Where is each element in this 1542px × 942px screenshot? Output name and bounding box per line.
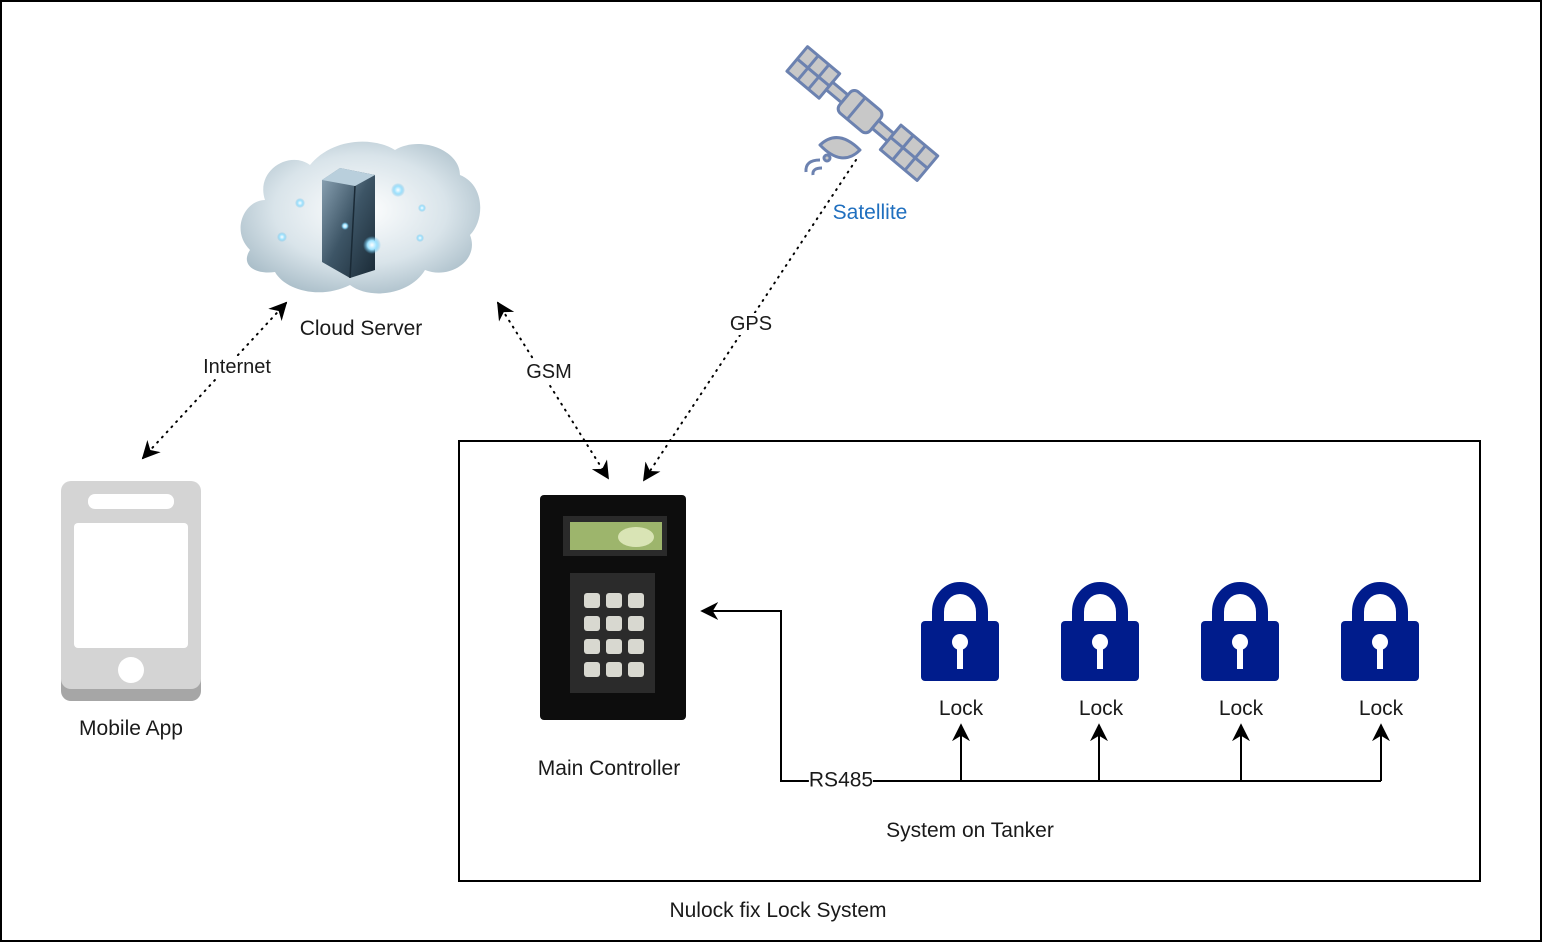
keypad-key xyxy=(628,616,644,631)
cloud-server-label: Cloud Server xyxy=(299,317,423,340)
keypad-controller-icon[interactable] xyxy=(540,495,686,720)
padlock-icon[interactable] xyxy=(921,582,999,681)
keypad-key xyxy=(584,616,600,631)
keypad-key xyxy=(628,662,644,677)
cloud-server-icon[interactable] xyxy=(240,141,481,294)
tanker-container[interactable] xyxy=(458,440,1481,882)
keypad-key xyxy=(606,662,622,677)
keypad-key xyxy=(584,593,600,608)
edge-label-gsm: GSM xyxy=(526,361,572,383)
edge-gps[interactable] xyxy=(643,159,857,482)
diagram-title: Nulock fix Lock System xyxy=(669,899,887,922)
lock-label: Lock xyxy=(1218,697,1264,720)
main-controller-label: Main Controller xyxy=(537,757,681,780)
edge-internet[interactable] xyxy=(141,301,288,460)
smartphone-icon[interactable] xyxy=(61,481,201,701)
lock-label: Lock xyxy=(1078,697,1124,720)
lock-label: Lock xyxy=(1358,697,1404,720)
keypad-key xyxy=(606,593,622,608)
mobile-app-label: Mobile App xyxy=(79,717,183,740)
keypad-key xyxy=(606,639,622,654)
edge-rs485-bus[interactable] xyxy=(700,602,1390,782)
keypad-key xyxy=(606,616,622,631)
padlock-icon[interactable] xyxy=(1201,582,1279,681)
edge-label-rs485: RS485 xyxy=(808,768,874,792)
edge-label-internet: Internet xyxy=(203,356,271,378)
keypad-key xyxy=(628,639,644,654)
edge-label-gps: GPS xyxy=(729,313,773,335)
padlock-icon[interactable] xyxy=(1341,582,1419,681)
keypad-key xyxy=(584,662,600,677)
keypad-key xyxy=(628,593,644,608)
lock-label: Lock xyxy=(938,697,984,720)
satellite-icon[interactable] xyxy=(785,45,940,182)
padlock-icon[interactable] xyxy=(1061,582,1139,681)
satellite-label: Satellite xyxy=(832,201,908,224)
tanker-group-label: System on Tanker xyxy=(886,819,1054,842)
locks-group xyxy=(921,582,1419,681)
keypad-key xyxy=(584,639,600,654)
edge-gsm[interactable] xyxy=(497,301,609,480)
